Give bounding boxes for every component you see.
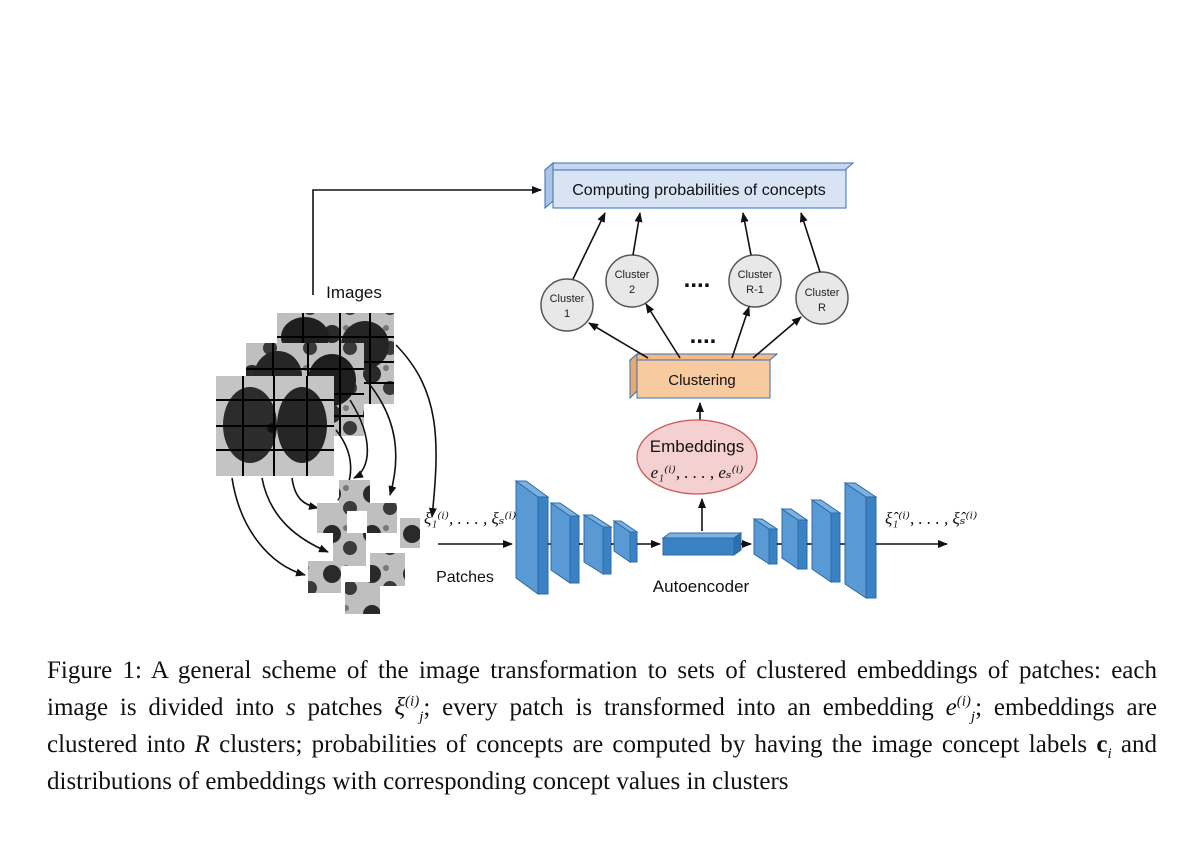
image-to-patch-arrows [231, 344, 437, 577]
ellipsis-bottom: .... [690, 322, 717, 349]
cluster-1-line2: 1 [564, 308, 570, 320]
embeddings-node: Embeddings e₁⁽ⁱ⁾, . . . , eₛ⁽ⁱ⁾ [636, 402, 758, 495]
caption-e-sub: j [970, 709, 976, 725]
caption-e: e [945, 694, 957, 721]
decoder-layer-2 [780, 508, 809, 570]
cluster-to-top-arrows [572, 212, 821, 280]
cluster-1-line1: Cluster [550, 293, 585, 305]
caption-mid3: ; embeddings are clustered into [47, 694, 1158, 758]
cluster-r-line2: R [818, 302, 826, 314]
cluster-r: Cluster R [795, 271, 849, 325]
caption-R: R [194, 731, 210, 758]
encoder-layer-2 [549, 502, 581, 584]
images-label: Images [326, 283, 382, 302]
patch-tiles [308, 480, 420, 614]
caption-suffix: and distributions of embeddings with cor… [47, 731, 1157, 795]
cluster-2: Cluster 2 [605, 254, 659, 308]
computing-probabilities-box: Computing probabilities of concepts [543, 161, 855, 210]
caption-xi-sub: j [419, 709, 424, 725]
decoder-layer-4 [843, 482, 878, 599]
caption-s: s [285, 694, 296, 721]
cluster-r-1-line1: Cluster [738, 269, 773, 281]
encoder-layer-4 [612, 520, 639, 563]
clustering-box: Clustering [628, 352, 779, 400]
bottleneck-layer [661, 532, 743, 556]
autoencoder-label: Autoencoder [653, 577, 750, 596]
cluster-1: Cluster 1 [540, 278, 594, 332]
caption-mid4: clusters; probabilities of concepts are … [209, 731, 1097, 758]
ct-image-front [216, 376, 334, 476]
top-box-label: Computing probabilities of concepts [572, 182, 825, 199]
ct-image-stack [216, 313, 394, 476]
embeddings-title: Embeddings [650, 437, 745, 456]
figure-caption: Figure 1: A general scheme of the image … [47, 652, 1157, 800]
caption-mid2: ; every patch is transformed into an emb… [423, 694, 946, 721]
encoder-layer-3 [582, 514, 613, 575]
decoder-layer-1 [752, 518, 779, 565]
clustering-to-cluster-arrows [588, 303, 802, 359]
caption-c-sub: i [1107, 746, 1112, 762]
embeddings-math: e₁⁽ⁱ⁾, . . . , eₛ⁽ⁱ⁾ [651, 463, 744, 482]
caption-e-sup: (i) [956, 693, 971, 710]
encoder-layer-1 [514, 480, 550, 595]
clustering-label: Clustering [668, 372, 736, 389]
cluster-r-line1: Cluster [805, 287, 840, 299]
caption-xi-sup: (i) [405, 693, 420, 710]
caption-xi: ξ [394, 694, 406, 721]
images-to-top-arrow [312, 186, 542, 295]
caption-c: c [1096, 731, 1108, 758]
caption-prefix: Figure 1: A general scheme of the image … [47, 657, 1157, 721]
cluster-r-1-line2: R-1 [746, 284, 764, 296]
ellipsis-top: .... [684, 266, 711, 293]
cluster-2-line2: 2 [629, 284, 635, 296]
patches-label: Patches [436, 569, 494, 586]
decoder-layer-3 [810, 499, 842, 583]
caption-mid1: patches [295, 694, 395, 721]
cluster-r-1: Cluster R-1 [728, 254, 782, 308]
patch-set-math: ξ₁⁽ⁱ⁾, . . . , ξₛ⁽ⁱ⁾ [424, 509, 516, 528]
recon-set-math: ξ̂₁⁽ⁱ⁾, . . . , ξ̂ₛ⁽ⁱ⁾ [885, 509, 977, 528]
autoencoder [514, 480, 878, 599]
cluster-2-line1: Cluster [615, 269, 650, 281]
